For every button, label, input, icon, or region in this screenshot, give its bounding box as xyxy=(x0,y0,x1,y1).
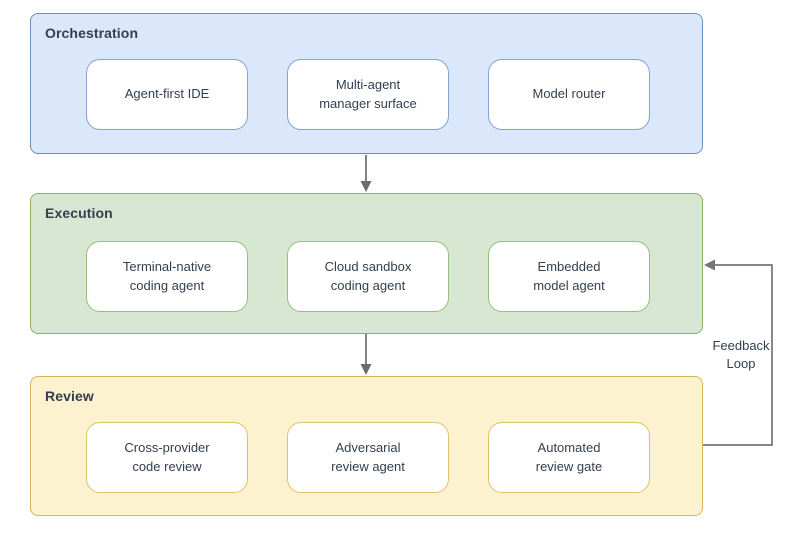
node-model-router: Model router xyxy=(488,59,650,130)
node-multi-agent-manager-surface: Multi-agent manager surface xyxy=(287,59,449,130)
arrow-execution-to-review xyxy=(360,334,372,375)
node-cross-provider-code-review: Cross-provider code review xyxy=(86,422,248,493)
node-cloud-sandbox-coding-agent: Cloud sandbox coding agent xyxy=(287,241,449,312)
node-label: Terminal-native coding agent xyxy=(122,259,212,293)
layer-review-title: Review xyxy=(45,388,94,404)
layer-execution: Execution Terminal-native coding agent C… xyxy=(30,193,703,334)
node-terminal-native-coding-agent: Terminal-native coding agent xyxy=(86,241,248,312)
layer-orchestration-title: Orchestration xyxy=(45,25,139,41)
node-label: Embedded model agent xyxy=(533,259,605,293)
layer-orchestration: Orchestration Agent-first IDE Multi-agen… xyxy=(30,13,703,154)
node-embedded-model-agent: Embedded model agent xyxy=(488,241,650,312)
node-label: Cloud sandbox coding agent xyxy=(324,259,412,293)
node-label: Adversarial review agent xyxy=(331,440,405,474)
feedback-loop-label: Feedback Loop xyxy=(712,338,770,372)
node-label: Automated review gate xyxy=(535,440,603,474)
node-adversarial-review-agent: Adversarial review agent xyxy=(287,422,449,493)
node-label: Agent-first IDE xyxy=(124,86,210,102)
node-automated-review-gate: Automated review gate xyxy=(488,422,650,493)
node-label: Multi-agent manager surface xyxy=(319,77,417,111)
node-agent-first-ide: Agent-first IDE xyxy=(86,59,248,130)
arrow-orchestration-to-execution xyxy=(360,155,372,192)
node-label: Cross-provider code review xyxy=(124,440,210,474)
layer-review: Review Cross-provider code review Advers… xyxy=(30,376,703,516)
layer-execution-title: Execution xyxy=(45,205,113,221)
node-label: Model router xyxy=(532,86,606,102)
